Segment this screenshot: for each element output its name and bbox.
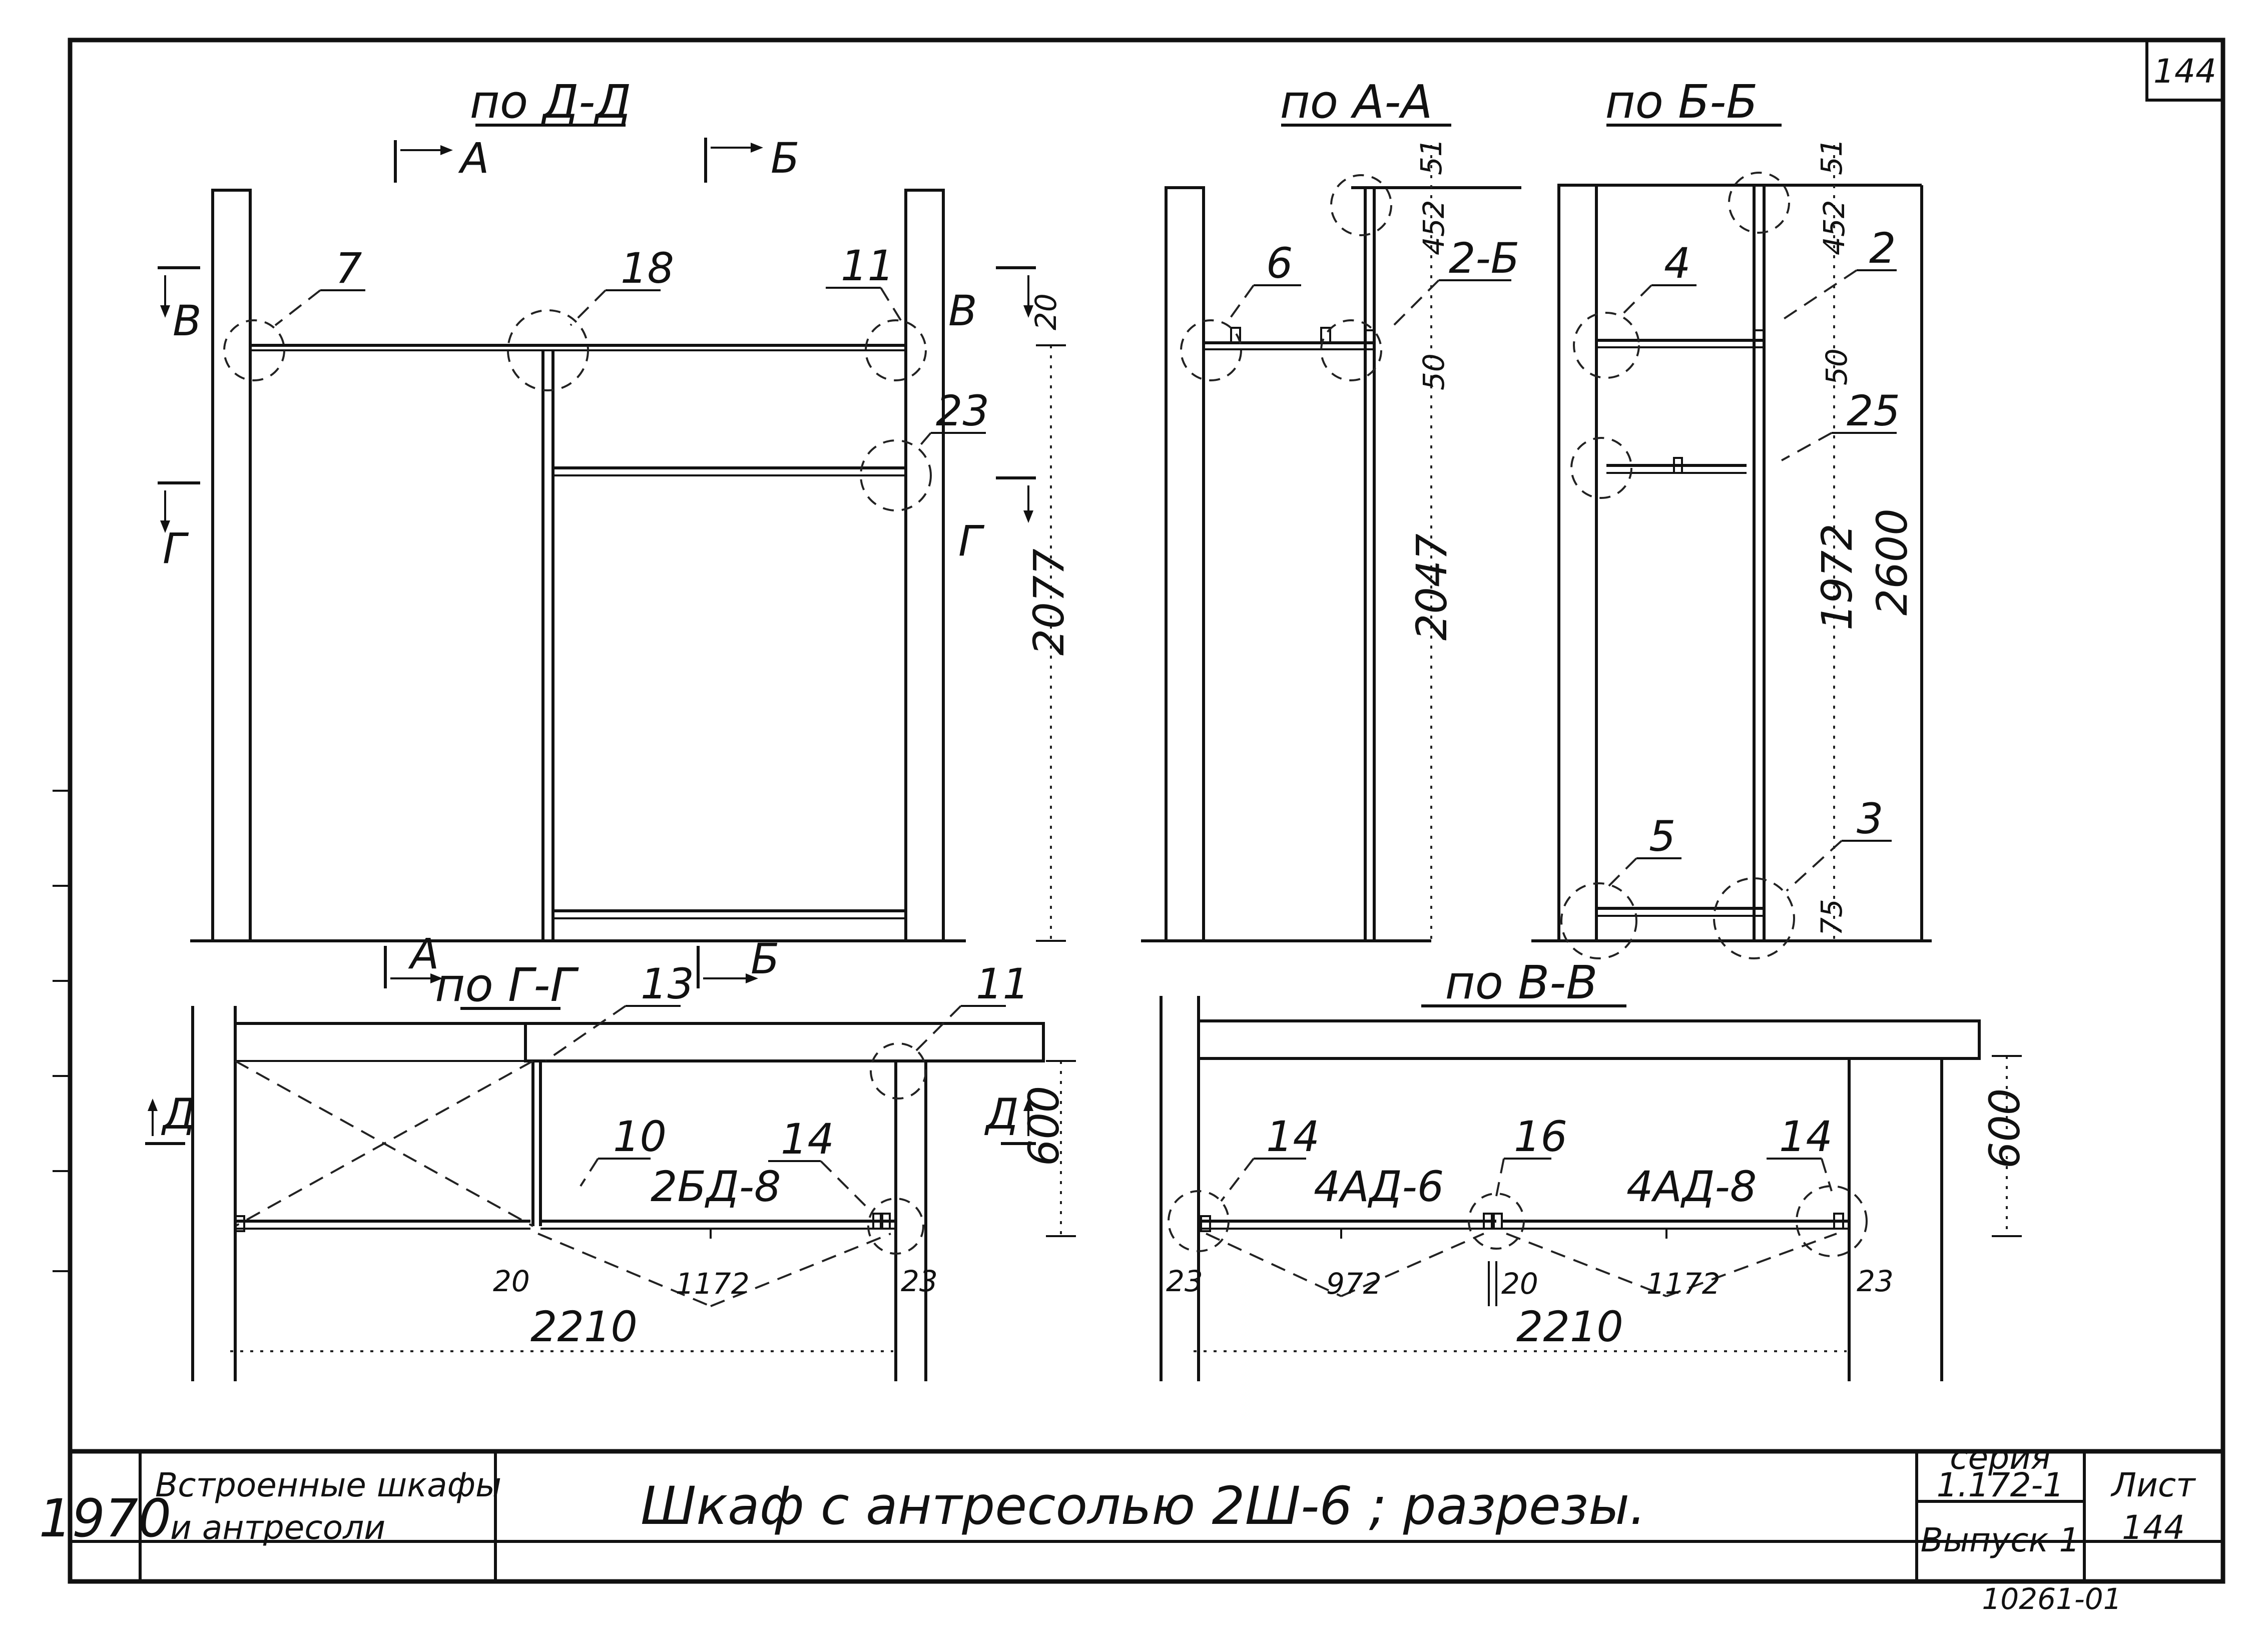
cut-marker-b-bottom: Б (697, 934, 780, 988)
series-value: 1.172-1 (1937, 1466, 2064, 1504)
svg-text:Г: Г (958, 516, 985, 566)
gg-dim-20: 20 (493, 1264, 530, 1298)
subject-line-1: Встроенные шкафы (155, 1466, 501, 1504)
cut-marker-v-right: В (948, 266, 1036, 335)
vv-dim-2210: 2210 (1516, 1302, 1623, 1351)
view-aa-title: по А-А (1280, 75, 1433, 129)
cut-marker-d-left: Д (145, 1090, 196, 1145)
mark-23: 23 (936, 386, 989, 435)
mark-2b: 2-Б (1449, 234, 1519, 283)
svg-text:Д: Д (984, 1090, 1019, 1139)
svg-text:А: А (458, 134, 489, 183)
door-4ad8: 4АД-8 (1626, 1162, 1757, 1211)
gg-dim-1172: 1172 (676, 1267, 750, 1301)
vv-dim-20: 20 (1501, 1267, 1538, 1301)
view-vv: по В-В 14 16 14 4АД-6 4АД-8 (1160, 956, 2029, 1381)
mark-14-gg: 14 (781, 1115, 834, 1164)
sheet-number: 144 (2122, 1508, 2185, 1547)
series-label: серия (1950, 1438, 2050, 1477)
mark-6: 6 (1266, 239, 1293, 288)
year-label: 1970 (39, 1488, 172, 1549)
view-aa: по А-А 6 2-Б 51 452 50 2047 (1141, 75, 1521, 942)
sheet-label: Лист (2110, 1466, 2196, 1504)
aa-wall (1165, 186, 1205, 942)
vv-dim-23-right: 23 (1857, 1264, 1894, 1298)
mark-7: 7 (335, 244, 362, 293)
sheet-frame (53, 38, 2225, 1584)
mark-14-vv-left: 14 (1266, 1112, 1320, 1161)
gg-dim-23: 23 (901, 1264, 938, 1298)
view-dd: по Д-Д А Б (158, 75, 1073, 942)
mark-14-vv-right: 14 (1779, 1112, 1833, 1161)
corner-number-box: 144 (2145, 39, 2224, 102)
mark-5: 5 (1649, 812, 1675, 861)
view-bb-title: по Б-Б (1605, 75, 1758, 129)
cut-marker-d-right: Д (984, 1090, 1036, 1145)
issue-label: Выпуск 1 (1921, 1521, 2080, 1559)
svg-text:Б: Б (751, 934, 780, 983)
gg-back-wall (524, 1022, 1045, 1062)
mark-13: 13 (641, 959, 694, 1008)
mark-10: 10 (613, 1112, 667, 1161)
svg-text:Б: Б (771, 134, 800, 183)
aa-dim-51: 51 (1414, 138, 1448, 175)
cut-marker-v-left: В (158, 266, 202, 345)
mark-16: 16 (1514, 1112, 1567, 1161)
cut-marker-g-left: Г (158, 481, 200, 573)
svg-text:А: А (408, 929, 439, 978)
corner-number: 144 (2153, 52, 2216, 91)
mark-11: 11 (841, 241, 894, 290)
bb-dim-452: 452 (1817, 200, 1851, 255)
bb-dim-75: 75 (1815, 899, 1849, 936)
cut-marker-g-right: Г (958, 476, 1036, 566)
vv-dim-600: 600 (1980, 1088, 2029, 1169)
title-block: 1970 Встроенные шкафы и антресоли Шкаф с… (39, 1438, 2197, 1616)
right-wall (904, 189, 945, 942)
bb-dim-1972: 1972 (1813, 523, 1862, 631)
cut-marker-a-top: А (394, 134, 489, 183)
cut-marker-a-bottom: А (384, 929, 443, 988)
dim-20: 20 (1029, 293, 1063, 330)
view-gg: по Г-Г А Б (145, 929, 1076, 1381)
archive-stamp: 10261-01 (1982, 1582, 2121, 1616)
view-bb: по Б-Б 4 2 25 5 3 (1531, 75, 1932, 959)
vv-dim-972: 972 (1326, 1267, 1382, 1301)
mark-25: 25 (1847, 386, 1900, 435)
bb-left-wall (1557, 184, 1598, 942)
aa-dim-2047: 2047 (1407, 533, 1456, 641)
view-dd-title: по Д-Д (470, 75, 632, 129)
vv-back-wall (1197, 1019, 1981, 1060)
svg-text:В: В (173, 296, 202, 345)
mark-18: 18 (621, 244, 674, 293)
view-gg-title: по Г-Г (435, 958, 579, 1012)
mark-4: 4 (1664, 239, 1690, 288)
door-2bd8: 2БД-8 (651, 1162, 781, 1211)
bb-dim-51: 51 (1815, 138, 1849, 175)
mark-3: 3 (1857, 794, 1883, 843)
aa-dim-452: 452 (1417, 200, 1451, 255)
svg-text:В: В (948, 286, 977, 335)
vv-dim-1172: 1172 (1646, 1267, 1721, 1301)
bb-dim-2600: 2600 (1868, 508, 1917, 616)
bb-dim-50: 50 (1820, 348, 1854, 385)
vv-dim-23-left: 23 (1166, 1264, 1203, 1298)
dim-2077: 2077 (1024, 549, 1073, 656)
view-vv-title: по В-В (1445, 956, 1597, 1009)
left-wall (211, 189, 252, 942)
drawing-title: Шкаф с антресолью 2Ш-6 ; разрезы. (641, 1475, 1646, 1536)
aa-dim-50: 50 (1417, 353, 1451, 390)
door-4ad6: 4АД-6 (1314, 1162, 1444, 1211)
mark-11-gg: 11 (976, 959, 1029, 1008)
gg-dim-2210: 2210 (530, 1302, 638, 1351)
mark-2: 2 (1869, 224, 1896, 273)
cut-marker-b-top: Б (704, 134, 800, 183)
gg-dim-600: 600 (1019, 1086, 1068, 1166)
svg-text:Д: Д (161, 1090, 196, 1139)
svg-text:Г: Г (163, 524, 189, 573)
subject-line-2: и антресоли (170, 1508, 385, 1547)
